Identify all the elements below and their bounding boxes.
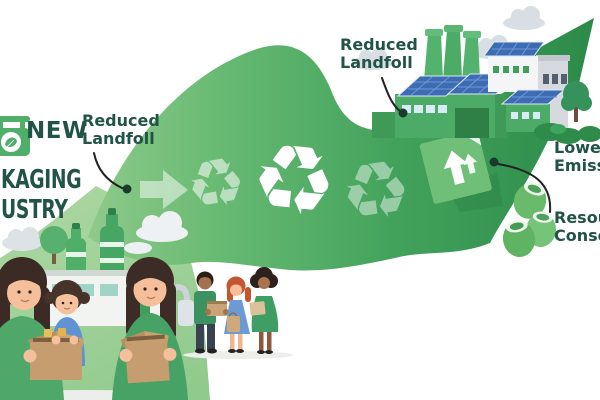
cloud-factory-left: [352, 48, 392, 70]
callout-text: Reduced: [82, 111, 160, 130]
cloud-mid-left: [124, 211, 188, 254]
connector-dot-left: [122, 184, 132, 194]
new-badge-label: NEW: [26, 118, 88, 144]
page-title: KAGING USTRY: [1, 165, 82, 225]
person-woman-curly: [249, 267, 279, 354]
tree-icon-left: [40, 226, 68, 254]
callout-text: Landfoll: [340, 52, 413, 72]
callout-text: Lowe: [554, 138, 600, 157]
callout-reduced-landfill-left: Reduced Landfoll: [82, 112, 160, 147]
callout-connectors: [93, 77, 552, 213]
connector-landfill-right: [381, 77, 402, 113]
recycle-icon-large-white: ♻: [246, 122, 342, 240]
cloud-left-small: [2, 227, 42, 251]
person-woman-redhair: [224, 276, 251, 353]
connector-landfill-left: [93, 152, 123, 189]
eco-factory: [372, 25, 518, 138]
cardboard-box-right: [119, 331, 177, 384]
callout-text: Landfoll: [82, 128, 155, 148]
title-line-2: USTRY: [1, 195, 68, 225]
callout-text: Conse: [554, 225, 600, 245]
callout-resource-conservation: Resou Conse: [554, 209, 600, 244]
bushes: [534, 123, 600, 144]
solar-city-buildings: [483, 41, 600, 144]
recycle-icon-small-left: ♻: [180, 141, 252, 227]
connector-dot-conservation: [489, 157, 499, 167]
leaf-bin-icon: [0, 116, 30, 156]
recycle-icon-small-right: ♻: [335, 143, 417, 242]
person-woman-center: [112, 257, 188, 400]
flow-chevron-icon: [140, 170, 188, 209]
connector-conservation: [497, 163, 552, 213]
callout-reduced-landfill-right: Reduced Landfoll: [340, 36, 418, 71]
tree-icon-right: [561, 81, 592, 122]
title-line-1: KAGING: [1, 165, 82, 195]
connector-dot-right: [398, 108, 408, 118]
callout-lower-emissions: Lowe Emiss: [554, 139, 600, 174]
cloud-top-right-2: [503, 6, 545, 30]
callout-text: Resou: [554, 208, 600, 227]
person-man: [194, 271, 229, 354]
green-container-blobs: [502, 182, 557, 257]
callout-text: Reduced: [340, 35, 418, 54]
cardboard-box-shared: [23, 328, 84, 380]
callout-text: Emiss: [554, 155, 600, 175]
solar-panel-roof-left: [396, 75, 470, 97]
